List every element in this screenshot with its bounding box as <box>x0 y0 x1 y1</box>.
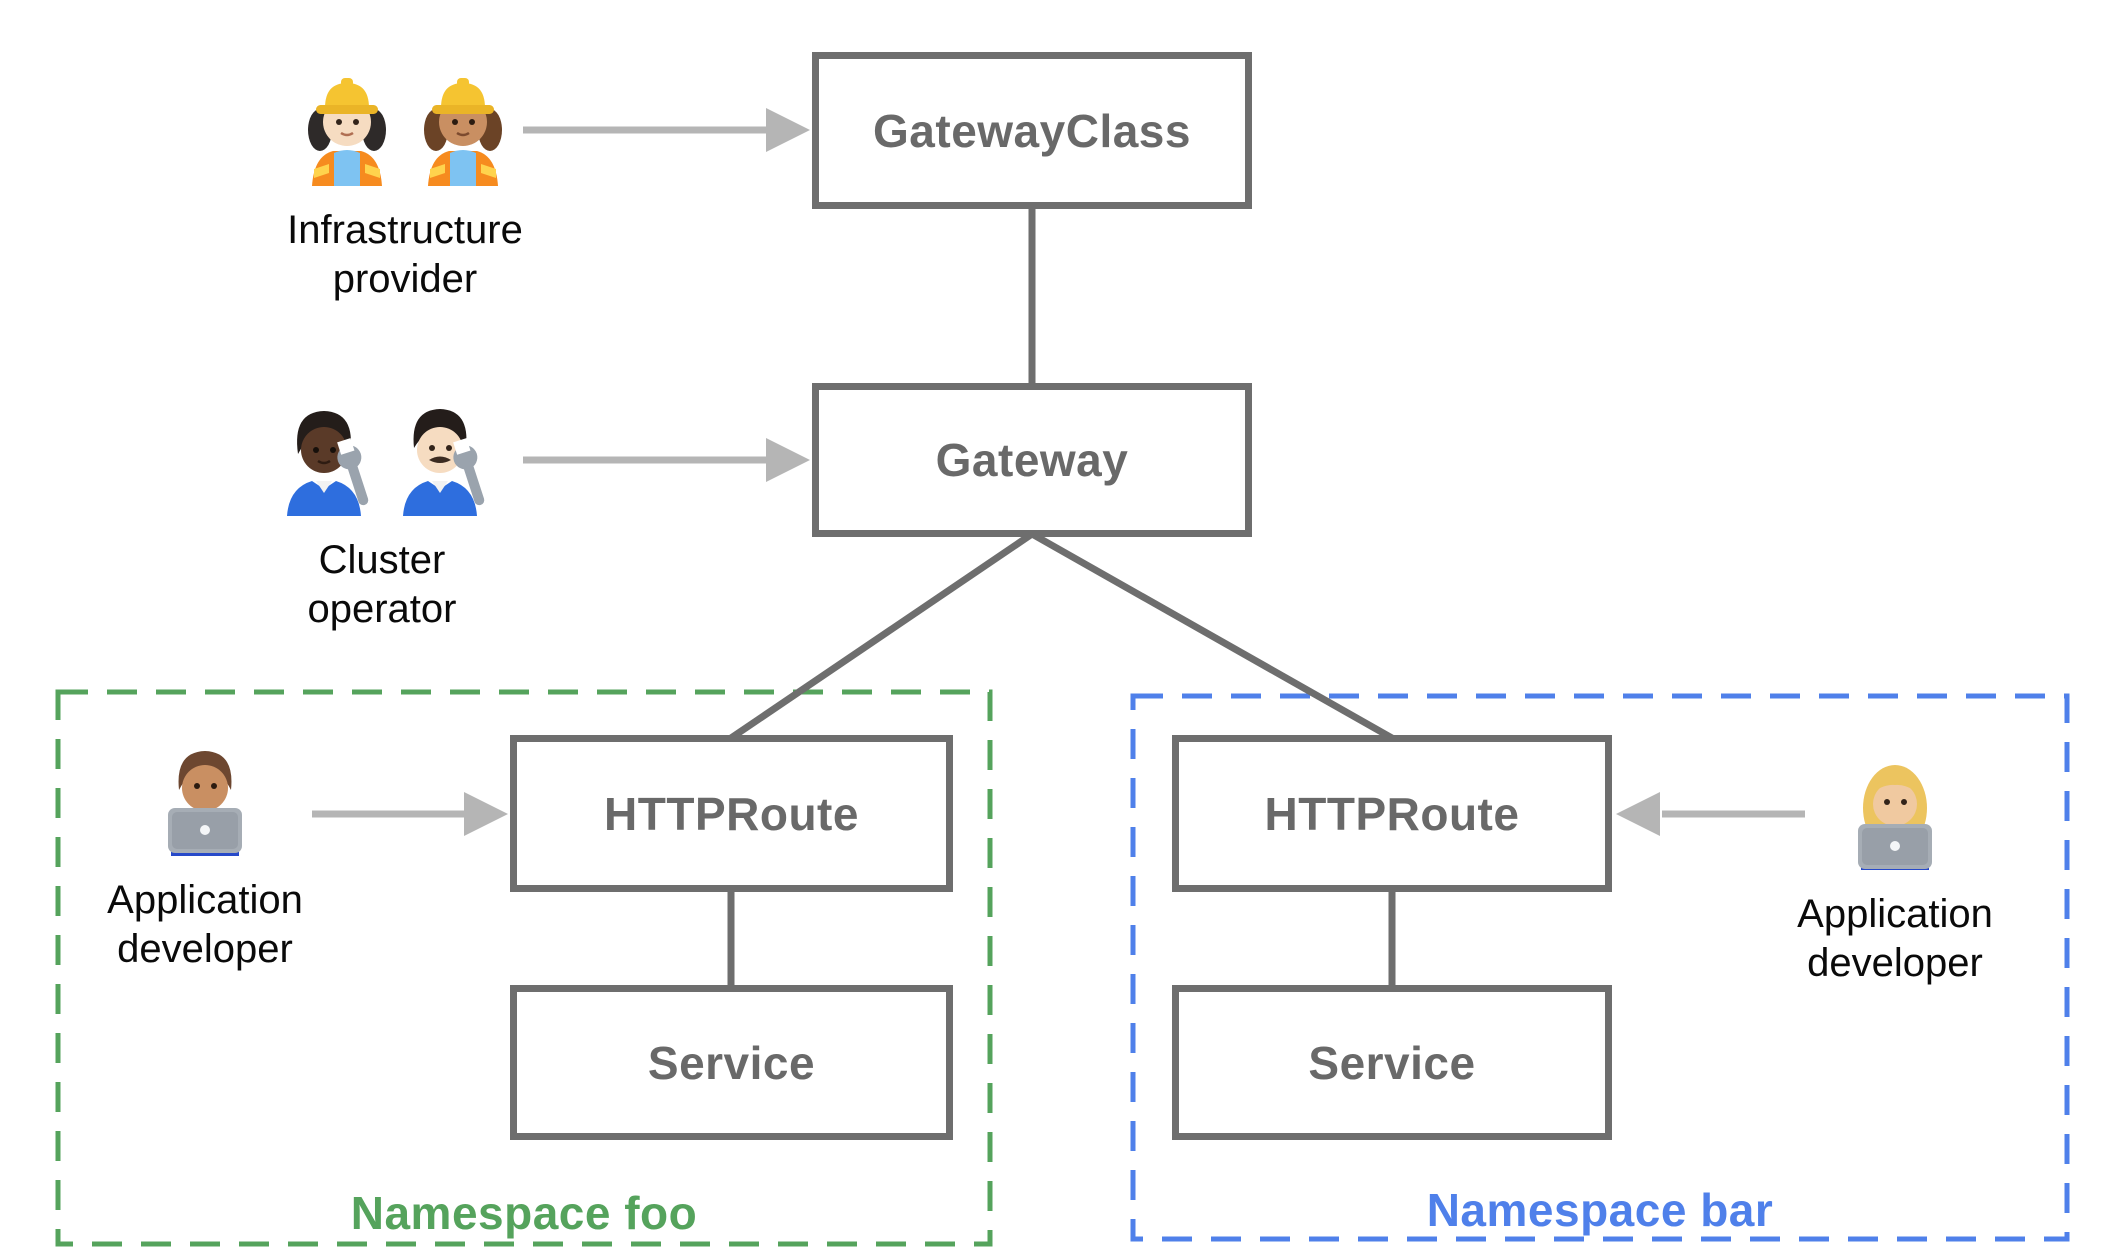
node-service-foo-label: Service <box>647 1036 816 1089</box>
persona-label-line: developer <box>117 926 293 971</box>
node-httproute-foo-label: HTTPRoute <box>604 787 859 840</box>
persona-label-line: Application <box>1797 892 1993 936</box>
persona-icon-row <box>295 68 515 186</box>
node-gateway: Gateway <box>812 383 1252 537</box>
woman-construction-worker-medium-skin-emoji <box>411 68 515 186</box>
persona-icon-row <box>153 738 257 856</box>
persona-icon-row <box>272 398 492 516</box>
node-gateway-label: Gateway <box>935 434 1129 486</box>
persona-infrastructure-provider: Infrastructure provider <box>235 68 575 304</box>
namespace-bar-label: Namespace bar <box>1426 1184 1774 1236</box>
node-httproute-bar: HTTPRoute <box>1172 735 1612 892</box>
persona-label-line: provider <box>332 256 478 301</box>
node-service-bar-label: Service <box>1308 1036 1476 1089</box>
node-service-foo: Service <box>510 985 953 1140</box>
arrow-application-developer-to-httproute-bar <box>1616 792 1805 836</box>
woman-construction-worker-light-skin-emoji <box>295 68 399 186</box>
persona-label-line: Application <box>107 878 303 922</box>
persona-label: Application developer <box>107 876 303 974</box>
persona-label-line: Cluster <box>318 538 446 582</box>
node-httproute-bar-label: HTTPRoute <box>1264 787 1520 840</box>
persona-label-line: developer <box>1807 940 1983 985</box>
namespace-foo-label: Namespace foo <box>350 1187 698 1239</box>
woman-technologist-emoji <box>1843 752 1947 870</box>
arrow-infrastructure-provider-to-gatewayclass <box>523 108 810 152</box>
node-gatewayclass-label: GatewayClass <box>873 104 1191 157</box>
mechanic-dark-skin-emoji <box>272 398 376 516</box>
node-service-bar: Service <box>1172 985 1612 1140</box>
connector-gateway-httproute-bar <box>1030 530 1394 742</box>
persona-label: Infrastructure provider <box>287 206 523 304</box>
node-gatewayclass: GatewayClass <box>812 52 1252 209</box>
namespace-foo-boundary <box>55 689 993 1247</box>
connector-gateway-httproute-foo <box>729 531 1034 741</box>
arrow-application-developer-to-httproute-foo <box>312 792 508 836</box>
namespace-bar-boundary <box>1130 693 2070 1242</box>
man-technologist-emoji <box>153 738 257 856</box>
persona-cluster-operator: Cluster operator <box>212 398 552 634</box>
persona-icon-row <box>1843 752 1947 870</box>
persona-application-developer-bar: Application developer <box>1725 752 2065 988</box>
arrow-cluster-operator-to-gateway <box>523 438 810 482</box>
man-mechanic-light-skin-emoji <box>388 398 492 516</box>
persona-label: Cluster operator <box>308 536 457 634</box>
persona-label-line: Infrastructure <box>287 208 523 252</box>
persona-application-developer-foo: Application developer <box>35 738 375 974</box>
persona-label-line: operator <box>307 586 457 631</box>
persona-label: Application developer <box>1797 890 1993 988</box>
node-httproute-foo: HTTPRoute <box>510 735 953 892</box>
